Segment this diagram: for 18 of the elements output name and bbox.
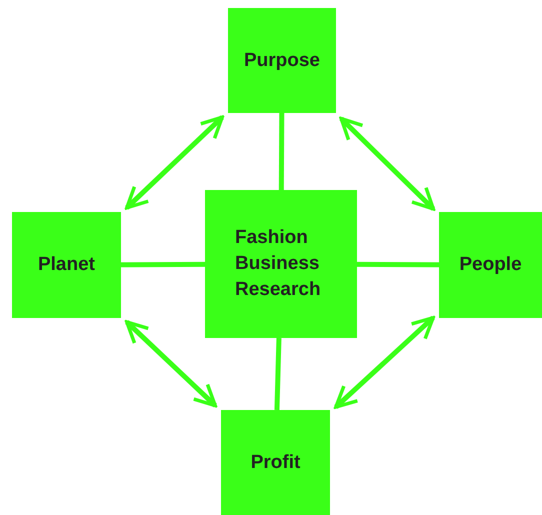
- concept-box: [12, 212, 121, 318]
- connector-line: [121, 262, 205, 268]
- double-arrow: [125, 320, 217, 408]
- box-label: Purpose: [244, 48, 320, 72]
- double-arrow: [125, 115, 224, 210]
- concept-box: [228, 8, 336, 113]
- connector-line: [278, 113, 284, 190]
- box-label: Profit: [250, 450, 300, 474]
- double-arrow: [334, 316, 435, 409]
- box-label: People: [459, 253, 522, 277]
- box-label: Planet: [38, 253, 96, 277]
- box-label: Fashion Business Research: [235, 226, 322, 302]
- concept-box: [221, 410, 330, 515]
- double-arrow: [339, 116, 436, 211]
- connector-line: [274, 338, 282, 410]
- concept-box: [439, 212, 542, 318]
- concept-box: [205, 190, 357, 338]
- connector-line: [357, 262, 440, 268]
